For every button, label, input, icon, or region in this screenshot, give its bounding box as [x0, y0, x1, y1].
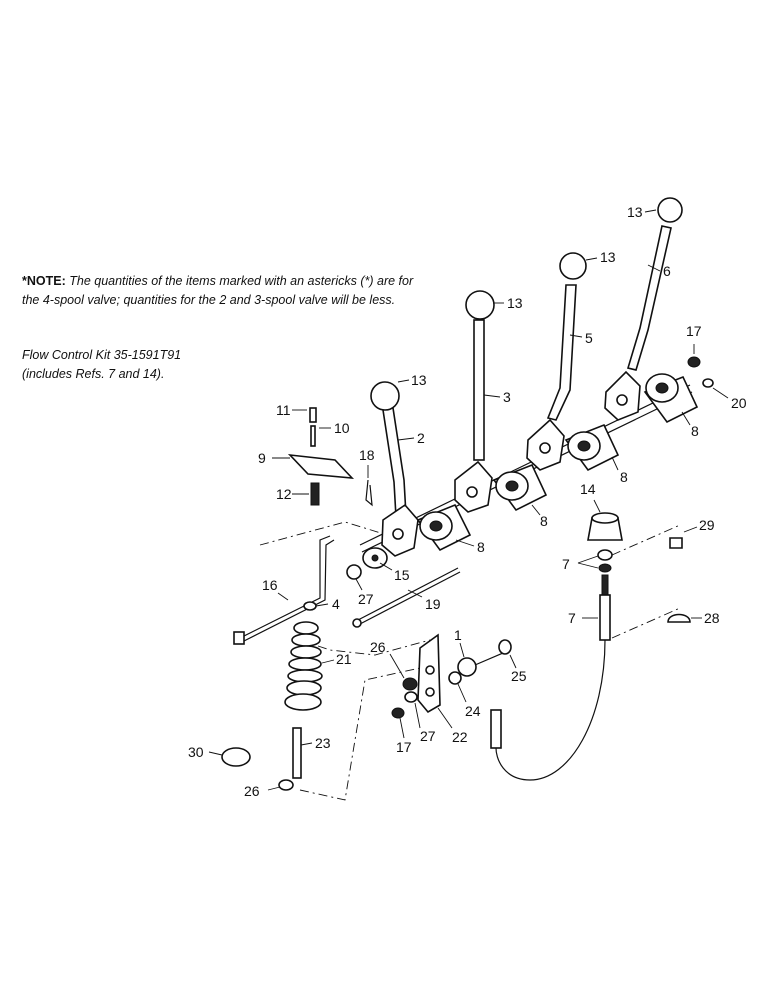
- bolt-19: [357, 567, 459, 621]
- assembly-line: [611, 607, 681, 639]
- flange-bearing: [492, 463, 548, 512]
- leader-lines: [208, 209, 729, 791]
- rod-7: [599, 594, 611, 641]
- rod-23: [292, 727, 302, 779]
- roller-1: [457, 657, 477, 677]
- callout-8: 8: [540, 513, 548, 529]
- lever-5-hole: [539, 442, 551, 454]
- cup-30: [221, 747, 251, 767]
- callout-14: 14: [580, 481, 596, 497]
- callout-17: 17: [686, 323, 702, 339]
- lever-3: [473, 319, 485, 461]
- assembly-line: [611, 524, 681, 556]
- washer-27b: [404, 691, 418, 703]
- callout-13: 13: [507, 295, 523, 311]
- pin-10: [310, 425, 316, 447]
- knob-3: [465, 290, 495, 320]
- callout-4: 4: [332, 596, 340, 612]
- spring-12: [310, 482, 320, 506]
- flow-control-kit-line: Flow Control Kit 35-1591T91: [22, 348, 182, 362]
- callout-6: 6: [663, 263, 671, 279]
- callout-15: 15: [394, 567, 410, 583]
- spring-11: [309, 407, 317, 423]
- callout-3: 3: [503, 389, 511, 405]
- callout-16: 16: [262, 577, 278, 593]
- callout-19: 19: [425, 596, 441, 612]
- callout-17: 17: [396, 739, 412, 755]
- callout-5: 5: [585, 330, 593, 346]
- callout-13: 13: [600, 249, 616, 265]
- callout-9: 9: [258, 450, 266, 466]
- nut-17b: [391, 707, 405, 719]
- callout-26: 26: [244, 783, 260, 799]
- callout-8: 8: [620, 469, 628, 485]
- knob-5: [559, 252, 587, 280]
- control-cable: [495, 639, 606, 781]
- callout-23: 23: [315, 735, 331, 751]
- flange-bearing: [564, 423, 620, 472]
- note-lead: *NOTE:: [22, 274, 66, 288]
- callout-20: 20: [731, 395, 747, 411]
- flow-control-kit-note: Flow Control Kit 35-1591T91 (includes Re…: [22, 346, 252, 384]
- knob-6: [657, 197, 683, 223]
- washer-27: [346, 564, 362, 580]
- cap-28: [667, 613, 691, 623]
- callout-7: 7: [568, 610, 576, 626]
- callout-26: 26: [370, 639, 386, 655]
- nut-26b: [402, 677, 418, 691]
- lever-3-hole: [466, 486, 478, 498]
- lever-6: [626, 225, 672, 371]
- bushing-24: [448, 671, 462, 685]
- nut-20: [702, 378, 714, 388]
- nut-26: [278, 779, 294, 791]
- callout-11: 11: [276, 402, 291, 418]
- callout-27: 27: [358, 591, 374, 607]
- flow-control-kit-refs: (includes Refs. 7 and 14).: [22, 367, 165, 381]
- callout-7: 7: [562, 556, 570, 572]
- callout-8: 8: [477, 539, 485, 555]
- clip-18: [365, 479, 373, 507]
- washer-4: [303, 601, 317, 611]
- plate-9: [287, 453, 355, 479]
- callout-24: 24: [465, 703, 481, 719]
- flange-bearing: [416, 503, 472, 552]
- flange-bearing: [643, 373, 699, 424]
- callout-29: 29: [699, 517, 715, 533]
- callout-13: 13: [627, 204, 643, 220]
- bolt-16: [239, 535, 331, 639]
- quantity-note: *NOTE: The quantities of the items marke…: [22, 272, 422, 310]
- callout-1: 1: [454, 627, 462, 643]
- knob-2: [370, 381, 400, 411]
- nut-17: [687, 356, 701, 368]
- callout-27: 27: [420, 728, 436, 744]
- washer-7: [597, 549, 613, 561]
- callout-13: 13: [411, 372, 427, 388]
- cable-end: [490, 709, 502, 749]
- callout-25: 25: [511, 668, 527, 684]
- lever-2: [382, 407, 407, 518]
- callout-21: 21: [336, 651, 352, 667]
- assembly-line: [299, 667, 421, 801]
- callout-2: 2: [417, 430, 425, 446]
- cap-29: [669, 537, 683, 549]
- callout-18: 18: [359, 447, 375, 463]
- lever-6-hole: [616, 394, 628, 406]
- callout-28: 28: [704, 610, 720, 626]
- callout-12: 12: [276, 486, 292, 502]
- spring-21: [284, 621, 323, 711]
- callout-10: 10: [334, 420, 350, 436]
- lever-5: [546, 284, 577, 421]
- callout-30: 30: [188, 744, 204, 760]
- callout-8: 8: [691, 423, 699, 439]
- note-body: The quantities of the items marked with …: [22, 274, 414, 307]
- callout-22: 22: [452, 729, 468, 745]
- lever-2-hole: [392, 528, 404, 540]
